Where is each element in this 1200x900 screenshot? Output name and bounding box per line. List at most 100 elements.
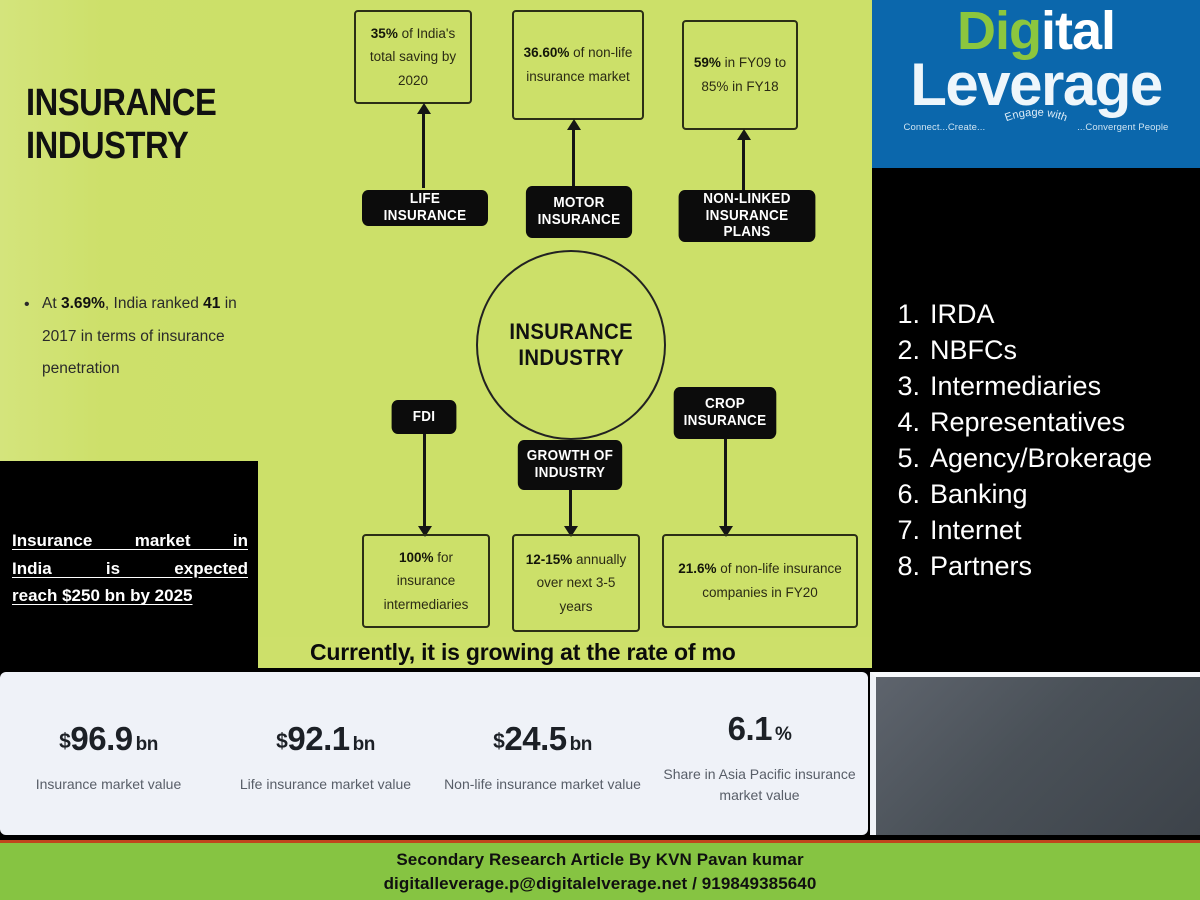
arrow-motor-up (572, 128, 575, 186)
stat-unit: % (774, 723, 792, 745)
stat-box-growth: 12-15% annually over next 3-5 years (512, 534, 640, 632)
logo-digital-white: ital (1040, 1, 1116, 61)
logo-digital-g: g (1008, 1, 1042, 61)
penetration-bullet: • At 3.69%, India ranked 41 in 2017 in t… (24, 288, 250, 386)
list-item-label: Partners (930, 551, 1033, 582)
list-item-label: NBFCs (930, 335, 1017, 366)
stat-card-caption: Share in Asia Pacific insurance market v… (663, 765, 856, 803)
insurance-industry-diagram: 35% of India's total saving by 2020 36.6… (258, 0, 872, 668)
diagram-center-node: INSURANCE INDUSTRY (476, 250, 666, 440)
list-item[interactable]: 6.Banking (884, 476, 1200, 512)
arrow-growth-down (569, 490, 572, 528)
stat-box-growth-value: 12-15% (525, 551, 573, 567)
stat-box-nonlinked-text: in FY09 to 85% in FY18 (701, 55, 787, 94)
list-item-number: 2. (897, 335, 920, 366)
list-item[interactable]: 2. NBFCs (884, 332, 1200, 368)
stat-unit: bn (352, 734, 376, 755)
node-life-insurance[interactable]: LIFE INSURANCE (362, 190, 488, 226)
left-title-panel: INSURANCE INDUSTRY • At 3.69%, India ran… (0, 0, 258, 461)
list-item[interactable]: 8. Partners (884, 548, 1200, 584)
list-item[interactable]: 7. Internet (884, 512, 1200, 548)
stat-box-life-value: 35% (370, 25, 398, 41)
list-item-number: 3. (897, 371, 920, 402)
stat-box-non-linked-plans: 59% in FY09 to 85% in FY18 (682, 20, 798, 130)
stat-card-caption: Life insurance market value (239, 776, 412, 792)
list-item-label: Internet (930, 515, 1022, 546)
stat-box-crop: 21.6% of non-life insurance companies in… (662, 534, 858, 628)
stat-card-caption: Insurance market value (35, 776, 182, 792)
callout-line-1: Insurance market in (12, 531, 248, 550)
stat-card-value: 6.1% (727, 709, 792, 747)
list-item[interactable]: 1. IRDA (884, 296, 1200, 332)
market-forecast-text: Insurance market in India is expected re… (12, 527, 248, 610)
stat-box-fdi: 100% for insurance intermediaries (362, 534, 490, 628)
list-item[interactable]: 4.Representatives (884, 404, 1200, 440)
list-item-number: 7. (897, 515, 920, 546)
footer-contact: digitalleverage.p@digitalelverage.net / … (383, 873, 817, 893)
logo-tagline-left: Connect...Create... (903, 122, 986, 133)
list-item-label: Banking (930, 479, 1028, 510)
page-title: INSURANCE INDUSTRY (26, 82, 217, 167)
stat-unit: bn (135, 734, 159, 755)
growth-rate-banner: Currently, it is growing at the rate of … (258, 637, 872, 668)
stat-unit: bn (569, 734, 593, 755)
stat-box-crop-value: 21.6% (678, 561, 717, 577)
logo-word-leverage: Leverage (910, 51, 1163, 118)
center-node-line1: INSURANCE (509, 319, 633, 345)
stat-box-nonlinked-value: 59% (693, 55, 721, 71)
list-item-number: 1. (897, 299, 920, 329)
svg-text:Engage with: Engage with (1003, 107, 1068, 124)
stat-box-fdi-value: 100% (398, 549, 434, 565)
bullet-dot-icon: • (24, 296, 30, 313)
logo-tagline-arc: Engage with (1003, 107, 1068, 124)
node-fdi[interactable]: FDI (391, 400, 457, 434)
arrow-crop-down (724, 439, 727, 528)
logo-tagline: Connect...Create... ...Convergent People (872, 122, 1200, 133)
stat-box-life-text: of India's total saving by 2020 (369, 25, 457, 88)
arrow-nonlinked-up (742, 138, 745, 190)
market-forecast-callout: Insurance market in India is expected re… (0, 461, 258, 668)
node-non-linked-insurance-plans[interactable]: NON-LINKED INSURANCE PLANS (678, 190, 816, 242)
list-item[interactable]: 5.Agency/Brokerage (884, 440, 1200, 476)
logo-tagline-right: ...Convergent People (1077, 122, 1169, 133)
stat-card-caption: Non-life insurance market value (444, 776, 641, 792)
stat-box-fdi-text: for insurance intermediaries (383, 549, 469, 612)
footer-bar: Secondary Research Article By KVN Pavan … (0, 840, 1200, 900)
footer-author: Secondary Research Article By KVN Pavan … (396, 849, 804, 869)
arrow-fdi-down (423, 434, 426, 528)
list-item-label: Intermediaries (930, 371, 1102, 402)
list-item-number: 4. (897, 407, 920, 438)
stat-box-motor-insurance: 36.60% of non-life insurance market (512, 10, 644, 120)
digital-leverage-logo: Digital Leverage Engage with Connect...C… (872, 0, 1200, 168)
empty-content-placeholder (870, 672, 1200, 835)
stat-box-growth-text: annually over next 3-5 years (536, 551, 627, 614)
penetration-bullet-text: At 3.69%, India ranked 41 in 2017 in ter… (42, 295, 237, 378)
arrow-life-up (422, 112, 425, 188)
callout-line-3: reach $250 bn by 2025 (12, 586, 193, 606)
list-item-label: IRDA (930, 299, 995, 329)
page-title-line2: INDUSTRY (26, 124, 189, 167)
stat-box-crop-text: of non-life insurance companies in FY20 (702, 561, 842, 600)
stat-box-life-insurance: 35% of India's total saving by 2020 (354, 10, 472, 104)
stat-currency-symbol: $ (493, 730, 505, 753)
list-item[interactable]: 3. Intermediaries (884, 368, 1200, 404)
node-growth-of-industry[interactable]: GROWTH OF INDUSTRY (517, 440, 623, 490)
stat-box-motor-value: 36.60% (523, 45, 570, 61)
logo-digital-green: Di (956, 1, 1010, 61)
node-motor-insurance[interactable]: MOTOR INSURANCE (525, 186, 633, 238)
list-item-number: 8. (897, 551, 920, 582)
stat-box-motor-text: of non-life insurance market (526, 45, 633, 84)
node-crop-insurance[interactable]: CROP INSURANCE (673, 387, 777, 439)
logo-word-digital: Digital (872, 4, 1200, 58)
callout-line-2: India is expected (12, 558, 248, 578)
